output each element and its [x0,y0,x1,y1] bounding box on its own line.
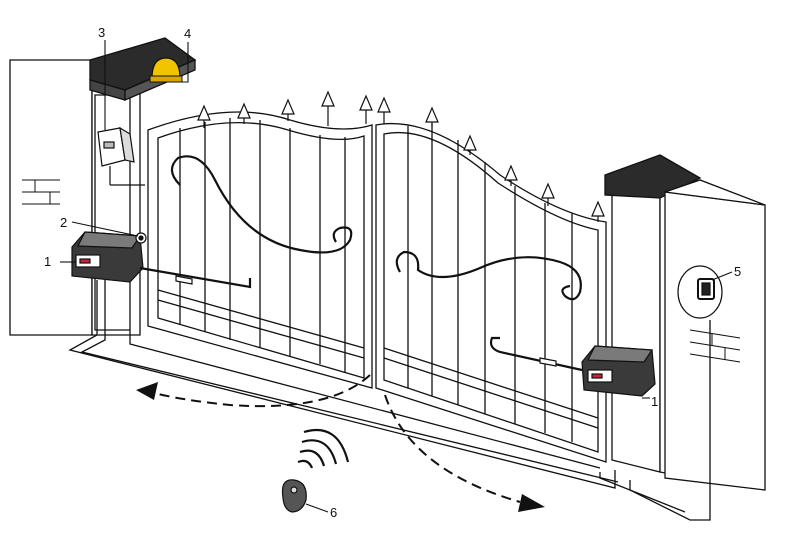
photocell-icon [135,232,147,244]
arrow-heads [136,382,545,512]
callout-leaders [60,40,733,513]
gate [147,90,607,463]
wiring [68,280,711,521]
flash-light-icon [149,57,183,83]
callout-labels: 1 1 2 3 4 5 6 [44,25,741,520]
gate-motor-icon [71,231,656,397]
keypad-icon [677,265,723,319]
remote-control-icon [281,428,350,513]
callout-2-label: 2 [60,215,67,230]
opening-arrows [149,374,521,503]
control-box-icon [97,126,145,186]
callout-1b-label: 1 [651,394,658,409]
callout-3-label: 3 [98,25,105,40]
callout-6-label: 6 [330,505,337,520]
right-pillar [604,154,766,491]
callout-4-label: 4 [184,26,191,41]
callout-5-label: 5 [734,264,741,279]
callout-1-label: 1 [44,254,51,269]
